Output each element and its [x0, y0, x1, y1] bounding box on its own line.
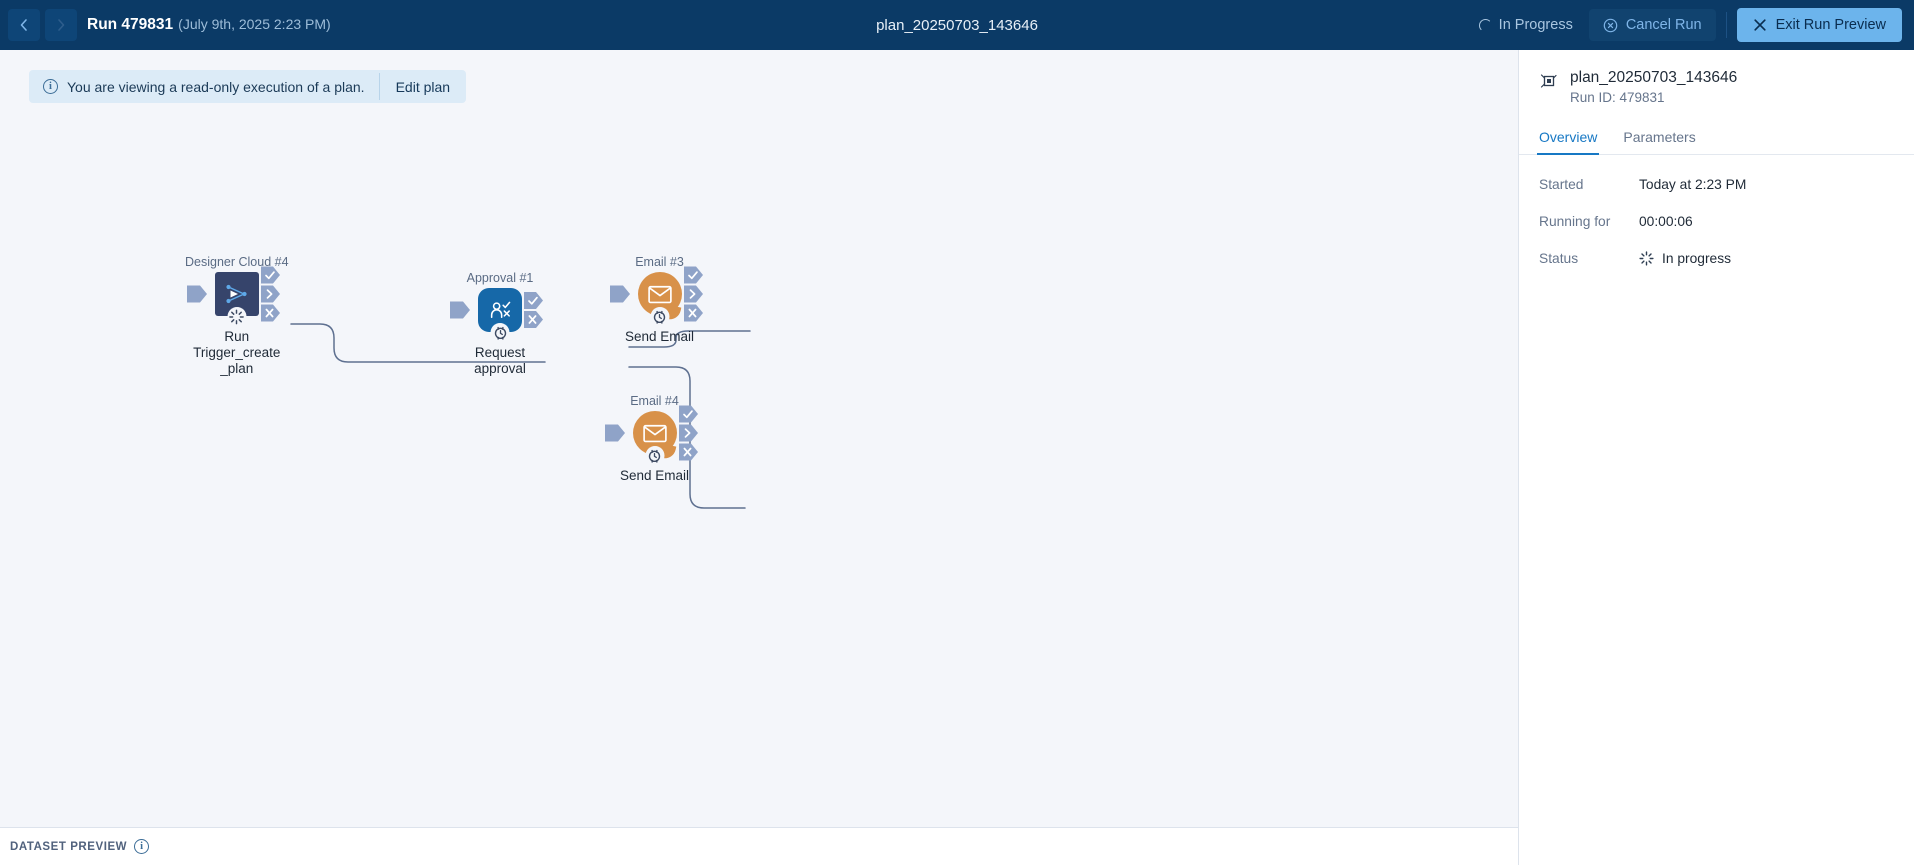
run-title: Run 479831(July 9th, 2025 2:23 PM)	[87, 16, 331, 34]
cancel-run-label: Cancel Run	[1625, 17, 1702, 33]
sunburst-spinner-icon	[1639, 251, 1654, 266]
cancel-circle-icon	[1603, 18, 1618, 32]
canvas-column: i You are viewing a read-only execution …	[0, 50, 1518, 865]
overview-rows: Started Today at 2:23 PM Running for 00:…	[1519, 155, 1914, 288]
node-input-port[interactable]	[609, 285, 630, 303]
watch-icon	[650, 307, 670, 326]
detail-value-group: In progress	[1639, 251, 1731, 266]
output-port-chevron[interactable]	[260, 285, 280, 303]
back-button[interactable]	[8, 9, 40, 41]
detail-key: Running for	[1539, 214, 1611, 230]
node-output-ports	[678, 405, 698, 461]
detail-value: Today at 2:23 PM	[1639, 177, 1747, 193]
panel-tabs: Overview Parameters	[1519, 129, 1914, 156]
output-port-check[interactable]	[683, 266, 703, 284]
edit-plan-button[interactable]: Edit plan	[395, 78, 451, 95]
output-port-x[interactable]	[678, 443, 698, 461]
close-x-icon	[1753, 19, 1766, 31]
workflow-node-approval[interactable]: Approval #1 Request approval	[450, 271, 544, 377]
node-caption: Email #3	[635, 255, 684, 269]
node-caption: Email #4	[630, 394, 679, 408]
detail-row: Status In progress	[1539, 251, 1894, 266]
wire-designer-to-approval	[290, 323, 546, 363]
run-details-panel: plan_20250703_143646 Run ID: 479831 Over…	[1518, 50, 1914, 865]
node-label: Send Email	[620, 468, 690, 483]
banner-message-group: i You are viewing a read-only execution …	[29, 70, 379, 103]
detail-row: Running for 00:00:06	[1539, 214, 1894, 229]
node-label: Send Email	[625, 329, 695, 344]
workflow-node-email3[interactable]: Email #3 Send Email	[609, 255, 703, 345]
panel-title: plan_20250703_143646	[1570, 69, 1738, 86]
node-caption: Designer Cloud #4	[185, 255, 289, 269]
panel-header-text: plan_20250703_143646 Run ID: 479831	[1570, 68, 1737, 105]
node-input-port[interactable]	[186, 285, 207, 303]
node-label: Request approval	[474, 345, 526, 376]
node-output-ports	[683, 266, 703, 322]
spinner-icon	[227, 307, 247, 326]
run-title-text: Run 479831	[87, 16, 174, 33]
node-body	[186, 266, 280, 326]
detail-value: 00:00:06	[1639, 214, 1693, 230]
output-port-check[interactable]	[524, 292, 543, 309]
chevron-right-icon	[58, 19, 65, 31]
forward-button[interactable]	[45, 9, 77, 41]
run-status-chip: In Progress	[1473, 13, 1579, 37]
top-bar-actions: In Progress Cancel Run Exit Run Preview	[1473, 8, 1902, 42]
workflow-node-designer[interactable]: Designer Cloud #4 Run Trigger_create_plan	[185, 255, 289, 377]
output-port-x[interactable]	[524, 311, 543, 328]
run-status-label: In Progress	[1498, 17, 1573, 33]
node-caption: Approval #1	[466, 271, 534, 285]
plan-node-icon	[1540, 74, 1557, 88]
node-input-port[interactable]	[450, 301, 470, 319]
history-nav	[8, 9, 77, 41]
node-input-port[interactable]	[604, 424, 625, 442]
info-icon: i	[43, 79, 58, 94]
tab-parameters[interactable]: Parameters	[1623, 129, 1696, 146]
watch-icon	[490, 323, 510, 342]
toolbar-divider	[1725, 12, 1727, 38]
chevron-left-icon	[20, 19, 27, 31]
tab-overview[interactable]: Overview	[1536, 129, 1600, 156]
output-port-x[interactable]	[683, 304, 703, 322]
wire-approval-to-email3	[628, 330, 751, 348]
detail-row: Started Today at 2:23 PM	[1539, 177, 1894, 192]
banner-message: You are viewing a read-only execution of…	[67, 78, 365, 95]
cancel-run-button[interactable]: Cancel Run	[1588, 9, 1716, 41]
output-port-check[interactable]	[678, 405, 698, 423]
node-body	[450, 288, 543, 342]
panel-header: plan_20250703_143646 Run ID: 479831	[1519, 66, 1914, 105]
output-port-x[interactable]	[260, 304, 280, 322]
watch-icon	[645, 446, 665, 465]
workflow-node-email4[interactable]: Email #4 Send Email	[604, 394, 698, 484]
output-port-chevron[interactable]	[683, 285, 703, 303]
node-label: Run Trigger_create_plan	[193, 329, 281, 376]
exit-run-preview-label: Exit Run Preview	[1775, 17, 1886, 33]
node-body	[609, 266, 703, 326]
dataset-preview-bar[interactable]: DATASET PREVIEW i	[0, 827, 1518, 865]
detail-key: Started	[1539, 177, 1584, 193]
connector-layer	[290, 323, 751, 509]
status-value: In progress	[1662, 251, 1732, 267]
banner-divider	[378, 73, 380, 100]
readonly-banner: i You are viewing a read-only execution …	[29, 70, 467, 103]
info-icon[interactable]: i	[134, 839, 150, 854]
node-output-ports	[524, 292, 543, 328]
dataset-preview-label: DATASET PREVIEW	[10, 840, 128, 853]
body: i You are viewing a read-only execution …	[0, 50, 1914, 865]
detail-key: Status	[1539, 251, 1579, 267]
workflow-canvas[interactable]: i You are viewing a read-only execution …	[0, 50, 1518, 827]
panel-subtitle: Run ID: 479831	[1570, 90, 1665, 106]
output-port-chevron[interactable]	[678, 424, 698, 442]
top-bar: Run 479831(July 9th, 2025 2:23 PM) plan_…	[0, 0, 1914, 50]
output-port-check[interactable]	[260, 266, 280, 284]
exit-run-preview-button[interactable]: Exit Run Preview	[1736, 8, 1902, 42]
node-output-ports	[260, 266, 280, 322]
run-date-text: (July 9th, 2025 2:23 PM)	[178, 16, 331, 32]
spinner-icon	[1478, 18, 1492, 32]
node-body	[604, 405, 698, 465]
